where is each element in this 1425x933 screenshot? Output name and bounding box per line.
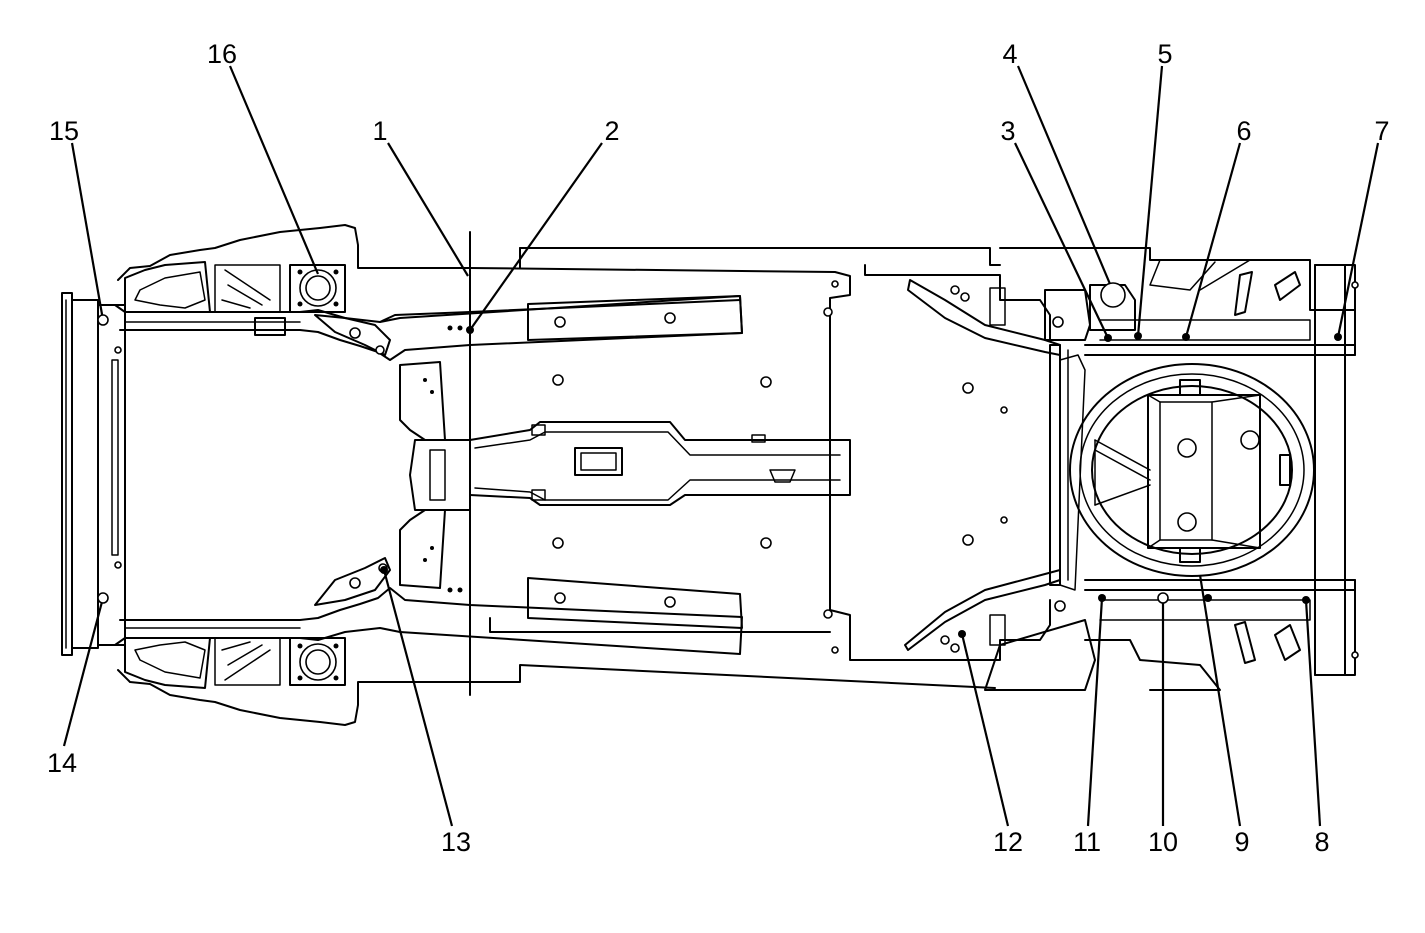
rear-upper-rail: [907, 247, 1359, 356]
callout-label-2: 2: [604, 116, 619, 146]
point-6: [1182, 333, 1190, 341]
point-2: [466, 326, 474, 334]
callout-label-9: 9: [1234, 827, 1249, 857]
leader-1: [387, 142, 469, 277]
leader-5: [1136, 65, 1164, 337]
front-bumper-bar: [61, 292, 126, 656]
leader-lines: [62, 65, 1380, 827]
leader-14: [62, 597, 105, 747]
center-tunnel: [469, 421, 851, 506]
point-14: [97, 592, 109, 604]
leader-13: [382, 569, 454, 827]
callout-label-4: 4: [1002, 39, 1017, 69]
callout-label-11: 11: [1073, 827, 1101, 857]
point-11: [1098, 594, 1106, 602]
point-9: [1204, 594, 1212, 602]
callout-label-1: 1: [372, 116, 387, 146]
leader-8: [1304, 599, 1322, 827]
front-upper-rail: [99, 224, 743, 361]
rear-lower-rail: [904, 569, 1359, 691]
vehicle-underbody: [61, 224, 1359, 726]
point-7: [1334, 333, 1342, 341]
callout-label-10: 10: [1148, 827, 1178, 857]
point-15: [97, 314, 109, 326]
callout-label-5: 5: [1157, 39, 1172, 69]
leader-15: [70, 142, 105, 321]
point-5: [1134, 332, 1142, 340]
floor-pan-outline: [469, 247, 1008, 689]
callout-label-6: 6: [1236, 116, 1251, 146]
leader-9: [1198, 574, 1242, 827]
point-3: [1104, 334, 1112, 342]
callout-label-16: 16: [207, 39, 237, 69]
measurement-points: [97, 314, 1342, 638]
leader-2: [469, 142, 603, 331]
callout-label-7: 7: [1374, 116, 1389, 146]
leader-4: [1016, 65, 1112, 285]
point-10: [1157, 592, 1169, 604]
leader-6: [1184, 142, 1242, 338]
callout-label-13: 13: [441, 827, 471, 857]
leader-11: [1086, 597, 1104, 827]
leader-16: [228, 65, 320, 275]
front-cradle: [399, 361, 471, 589]
callout-label-15: 15: [49, 116, 79, 146]
spare-tire-well: [1069, 363, 1315, 577]
point-8: [1302, 596, 1310, 604]
callout-label-8: 8: [1314, 827, 1329, 857]
point-12: [958, 630, 966, 638]
callout-label-14: 14: [47, 748, 77, 778]
leader-7: [1336, 142, 1380, 338]
callout-label-3: 3: [1000, 116, 1015, 146]
callout-labels: 1 2 3 4 5 6 7 8 9 10 11 12 13 14 15 16: [47, 39, 1390, 857]
leader-3: [1014, 142, 1109, 339]
callout-label-12: 12: [993, 827, 1023, 857]
front-lower-rail: [99, 557, 743, 726]
point-13: [380, 566, 388, 574]
leader-12: [960, 633, 1010, 827]
